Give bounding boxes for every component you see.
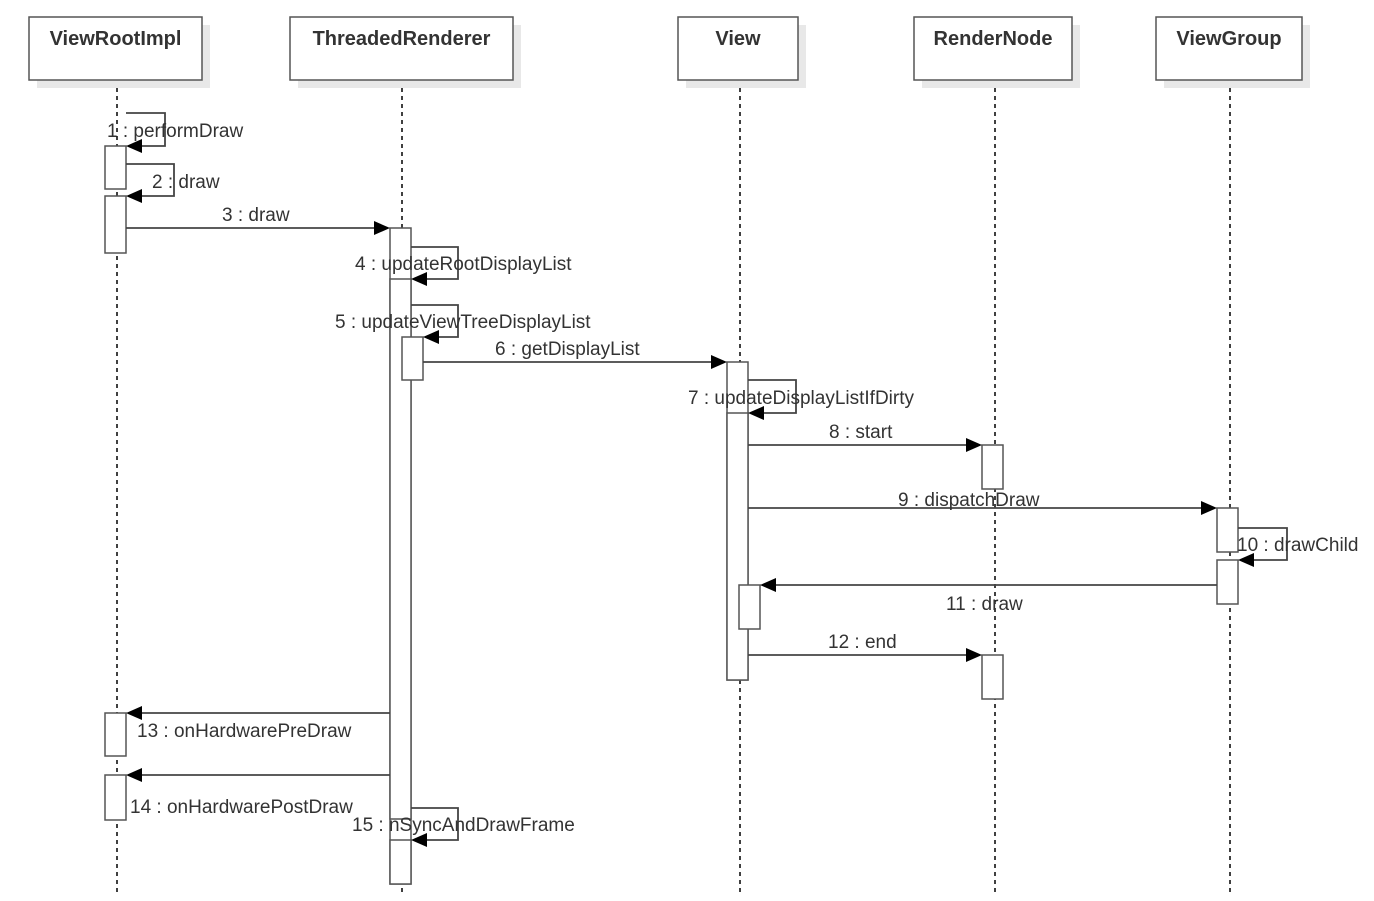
activation-bar (981, 444, 1004, 490)
message-1: 1 : performDraw (107, 112, 243, 153)
activation-bar (104, 712, 127, 757)
lifelines (116, 80, 1231, 895)
message-8: 8 : start (748, 422, 982, 452)
message-label: 12 : end (828, 632, 897, 653)
message-13: 13 : onHardwarePreDraw (126, 706, 390, 742)
activation-bar (104, 195, 127, 254)
participant-name: ThreadedRenderer (313, 28, 491, 50)
message-11: 11 : draw (760, 578, 1217, 615)
message-12: 12 : end (748, 632, 982, 662)
message-label: 5 : updateViewTreeDisplayList (335, 312, 591, 333)
activation-bar (738, 584, 761, 630)
activation-bar (104, 774, 127, 821)
message-7: 7 : updateDisplayListIfDirty (688, 379, 914, 420)
message-label: 1 : performDraw (107, 121, 243, 142)
message-6: 6 : getDisplayList (423, 339, 727, 369)
activation-bar (1216, 559, 1239, 605)
participant-view: View (677, 16, 806, 88)
message-5: 5 : updateViewTreeDisplayList (335, 304, 591, 344)
message-label: 10 : drawChild (1237, 535, 1358, 556)
message-label: 7 : updateDisplayListIfDirty (688, 388, 914, 409)
activation-bar (389, 278, 412, 820)
message-label: 9 : dispatchDraw (898, 490, 1040, 511)
participant-box (1155, 16, 1303, 81)
message-label: 11 : draw (946, 594, 1023, 615)
participant-name: RenderNode (934, 28, 1053, 50)
message-2: 2 : draw (126, 163, 220, 203)
activations (104, 145, 1239, 885)
participant-name: ViewGroup (1176, 28, 1281, 50)
participant-box (289, 16, 514, 81)
message-14: 14 : onHardwarePostDraw (126, 768, 390, 818)
message-10: 10 : drawChild (1237, 527, 1358, 567)
participant-box (913, 16, 1073, 81)
activation-bar (726, 412, 749, 681)
participant-viewgroup: ViewGroup (1155, 16, 1310, 88)
message-9: 9 : dispatchDraw (748, 490, 1217, 515)
activation-bar (1216, 507, 1239, 553)
message-label: 3 : draw (222, 205, 290, 226)
message-4: 4 : updateRootDisplayList (355, 246, 572, 286)
message-label: 8 : start (829, 422, 893, 443)
message-label: 2 : draw (152, 172, 220, 193)
participant-threadedrenderer: ThreadedRenderer (289, 16, 521, 88)
message-15: 15 : nSyncAndDrawFrame (352, 807, 575, 847)
participant-name: View (715, 28, 761, 50)
activation-bar (401, 336, 424, 381)
participant-viewrootimpl: ViewRootImpl (28, 16, 210, 88)
activation-bar (981, 654, 1004, 700)
participant-name: ViewRootImpl (50, 28, 182, 50)
participant-rendernode: RenderNode (913, 16, 1080, 88)
participant-box (677, 16, 799, 81)
message-label: 15 : nSyncAndDrawFrame (352, 815, 575, 836)
participant-box (28, 16, 203, 81)
activation-bar (389, 839, 412, 885)
message-label: 4 : updateRootDisplayList (355, 254, 572, 275)
message-label: 13 : onHardwarePreDraw (137, 721, 352, 742)
message-label: 6 : getDisplayList (495, 339, 640, 360)
activation-bar (104, 145, 127, 190)
message-3: 3 : draw (126, 205, 390, 235)
message-label: 14 : onHardwarePostDraw (130, 797, 353, 818)
